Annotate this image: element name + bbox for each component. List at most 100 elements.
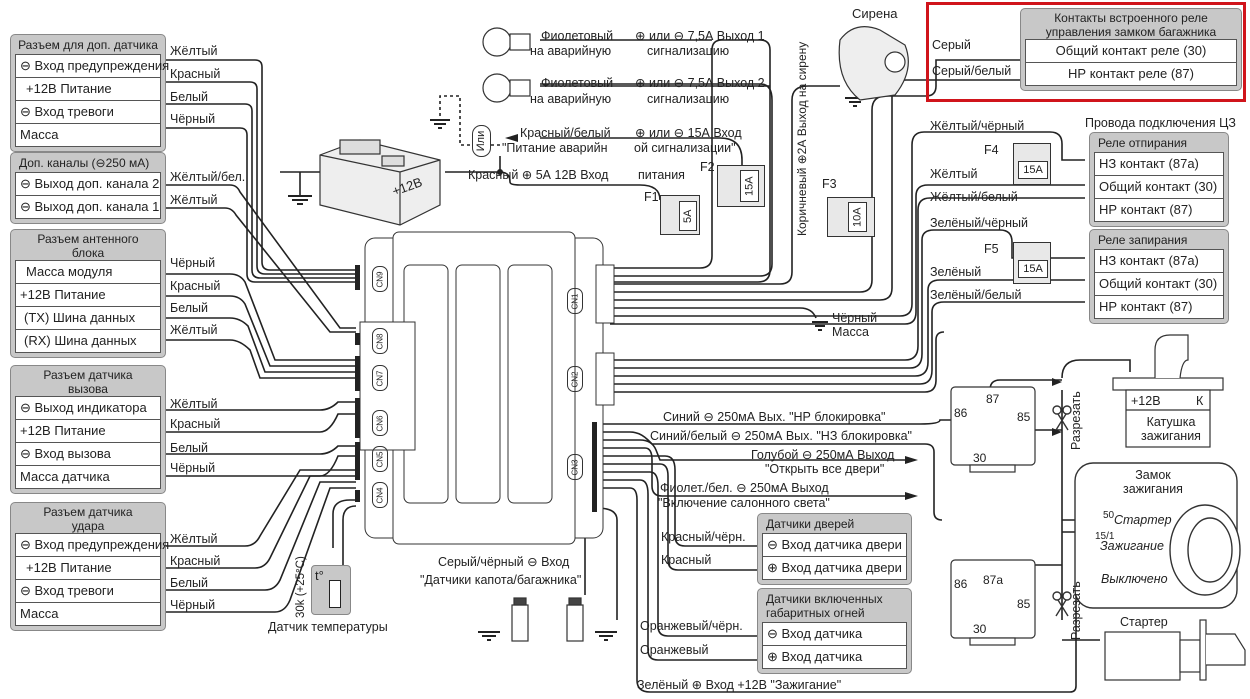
pin-row: (TX) Шина данных xyxy=(16,307,160,330)
pin-row: ⊖ Вход датчика xyxy=(763,623,906,646)
fuse-label: F5 xyxy=(984,242,999,256)
wire xyxy=(610,59,1020,293)
fuse-label: F4 xyxy=(984,143,999,157)
wire xyxy=(166,339,356,379)
ignition-lock-icon xyxy=(1074,462,1241,609)
extra-channels-connector: Доп. каналы (⊖250 мА) ⊖ Выход доп. канал… xyxy=(10,152,166,224)
bulb-icon xyxy=(482,27,531,57)
ignition-coil-icon xyxy=(1112,334,1224,448)
fuse-f5: 15А xyxy=(1013,242,1051,284)
wire xyxy=(610,229,1085,369)
relay-pin: 85 xyxy=(1017,410,1031,424)
wire xyxy=(166,475,356,569)
door-sensors: Датчики дверей ⊖ Вход датчика двери ⊕ Вх… xyxy=(757,513,912,585)
wire-label: Зелёный/белый xyxy=(930,288,1022,302)
wire xyxy=(610,279,1085,377)
pin-row: НР контакт (87) xyxy=(1099,299,1193,314)
pin-row: +12В Питание xyxy=(16,420,160,443)
wire xyxy=(166,469,356,547)
pin-row: +12В Питание xyxy=(16,557,160,580)
wire-label: Красный xyxy=(170,554,221,568)
relay-pin: 87а xyxy=(983,573,1004,587)
ignition-wire-label: Зелёный ⊕ Вход +12В "Зажигание" xyxy=(637,678,842,692)
fuse-label: F3 xyxy=(822,177,837,191)
alarm-control-unit xyxy=(359,231,615,545)
pin-row: ⊖ Вход предупреждения xyxy=(16,534,169,557)
wire-label: Белый xyxy=(170,301,209,315)
fuse-f2: 15А xyxy=(717,165,765,207)
extra-sensor-connector: Разъем для доп. датчика ⊖ Вход предупреж… xyxy=(10,34,169,152)
wire xyxy=(610,39,771,283)
wire xyxy=(597,463,760,571)
or-badge: Или xyxy=(472,125,491,157)
wire-label: на аварийную xyxy=(530,44,612,58)
wire-label: Жёлтый/чёрный xyxy=(930,119,1025,133)
wire-desc: питания xyxy=(638,168,685,182)
wire-label: Красный ⊕ 5А 12В Вход xyxy=(468,168,609,182)
arrow-icon xyxy=(905,492,918,500)
wire xyxy=(540,83,773,277)
wire-label: Белый xyxy=(170,441,209,455)
box-title: Контакты встроенного реле управления зам… xyxy=(1045,11,1217,39)
wire-desc: ⊕ или ⊖ 15А Вход xyxy=(635,126,742,140)
pin-row: (RX) Шина данных xyxy=(24,333,137,348)
relay-pin: 30 xyxy=(973,622,987,636)
arrow-icon xyxy=(905,456,918,464)
wire xyxy=(166,445,356,455)
connector-cn9: CN9 xyxy=(372,266,388,292)
temperature-sensor: t° xyxy=(311,565,351,615)
wire-label: Зелёный xyxy=(930,265,982,279)
relay-pin: 86 xyxy=(954,577,968,591)
wire xyxy=(342,505,357,608)
box-title: Разъем датчика вызова xyxy=(43,368,133,396)
pin-row: НЗ контакт (87а) xyxy=(1095,153,1223,176)
ign-pin: 50 xyxy=(1103,510,1115,521)
temp-sensor-label: Датчик температуры xyxy=(268,620,388,634)
ground-wire-label: Чёрный xyxy=(832,311,878,325)
ign-off: Выключено xyxy=(1101,572,1168,586)
hood-trunk-label: "Датчики капота/багажника" xyxy=(420,573,582,587)
ground-label: Масса xyxy=(832,325,869,339)
pin-row: ⊕ Вход датчика xyxy=(767,649,863,664)
wire-label: Красный/белый xyxy=(520,126,611,140)
lock-relay: Реле запирания НЗ контакт (87а) Общий ко… xyxy=(1089,229,1229,324)
wire-label: на аварийную xyxy=(530,92,612,106)
arrow-icon xyxy=(1052,378,1062,386)
starter-icon xyxy=(1104,619,1246,681)
connector-cn6: CN6 xyxy=(372,410,388,436)
wire-label: Красный xyxy=(661,553,712,567)
wire xyxy=(597,439,905,461)
shock-sensor-connector: Разъем датчика удара ⊖ Вход предупрежден… xyxy=(10,502,169,631)
unlock-relay: Реле отпирания НЗ контакт (87а) Общий ко… xyxy=(1089,132,1229,227)
wire-label: Чёрный xyxy=(170,256,216,270)
coil-k: К xyxy=(1196,394,1204,408)
pin-row: ⊖ Вход датчика двери xyxy=(763,534,906,557)
box-title: Разъем для доп. датчика xyxy=(18,38,158,52)
wire-label: Жёлтый/бел. xyxy=(170,170,246,184)
relay-pin: 85 xyxy=(1017,597,1031,611)
box-title: Датчики включенных габаритных огней xyxy=(766,592,883,620)
fuse-f4: 15А xyxy=(1013,143,1051,185)
fuse-label: F2 xyxy=(700,160,715,174)
pin-row: ⊖ Выход доп. канала 1 xyxy=(20,199,160,214)
wire xyxy=(610,331,945,393)
wire-desc: "Питание аварийн xyxy=(502,141,608,155)
wire xyxy=(597,479,760,661)
pin-row: ⊖ Вход предупреждения xyxy=(16,55,169,78)
output-label: Фиолет./бел. ⊖ 250мА Выход xyxy=(660,481,829,495)
thermistor-icon: t° xyxy=(315,568,324,583)
connector-cn5: CN5 xyxy=(372,446,388,472)
wire-label: Жёлтый xyxy=(170,44,218,58)
wire-label: Жёлтый xyxy=(930,167,978,181)
scissors-icon xyxy=(1052,405,1072,617)
wire xyxy=(610,301,1085,385)
relay-icon xyxy=(950,386,1036,646)
pin-row: НР контакт реле (87) xyxy=(1068,66,1194,81)
pin-row: Масса xyxy=(20,606,59,621)
output-label: Синий ⊖ 250мА Вых. "НР блокировка" xyxy=(663,410,886,424)
trunk-relay-contacts: Контакты встроенного реле управления зам… xyxy=(1020,8,1242,91)
pin-row: ⊕ Вход датчика двери xyxy=(767,560,902,575)
starter-label: Стартер xyxy=(1120,615,1168,629)
wire-label: Оранжевый/чёрн. xyxy=(640,619,743,633)
pin-row: Общий контакт (30) xyxy=(1095,176,1223,199)
